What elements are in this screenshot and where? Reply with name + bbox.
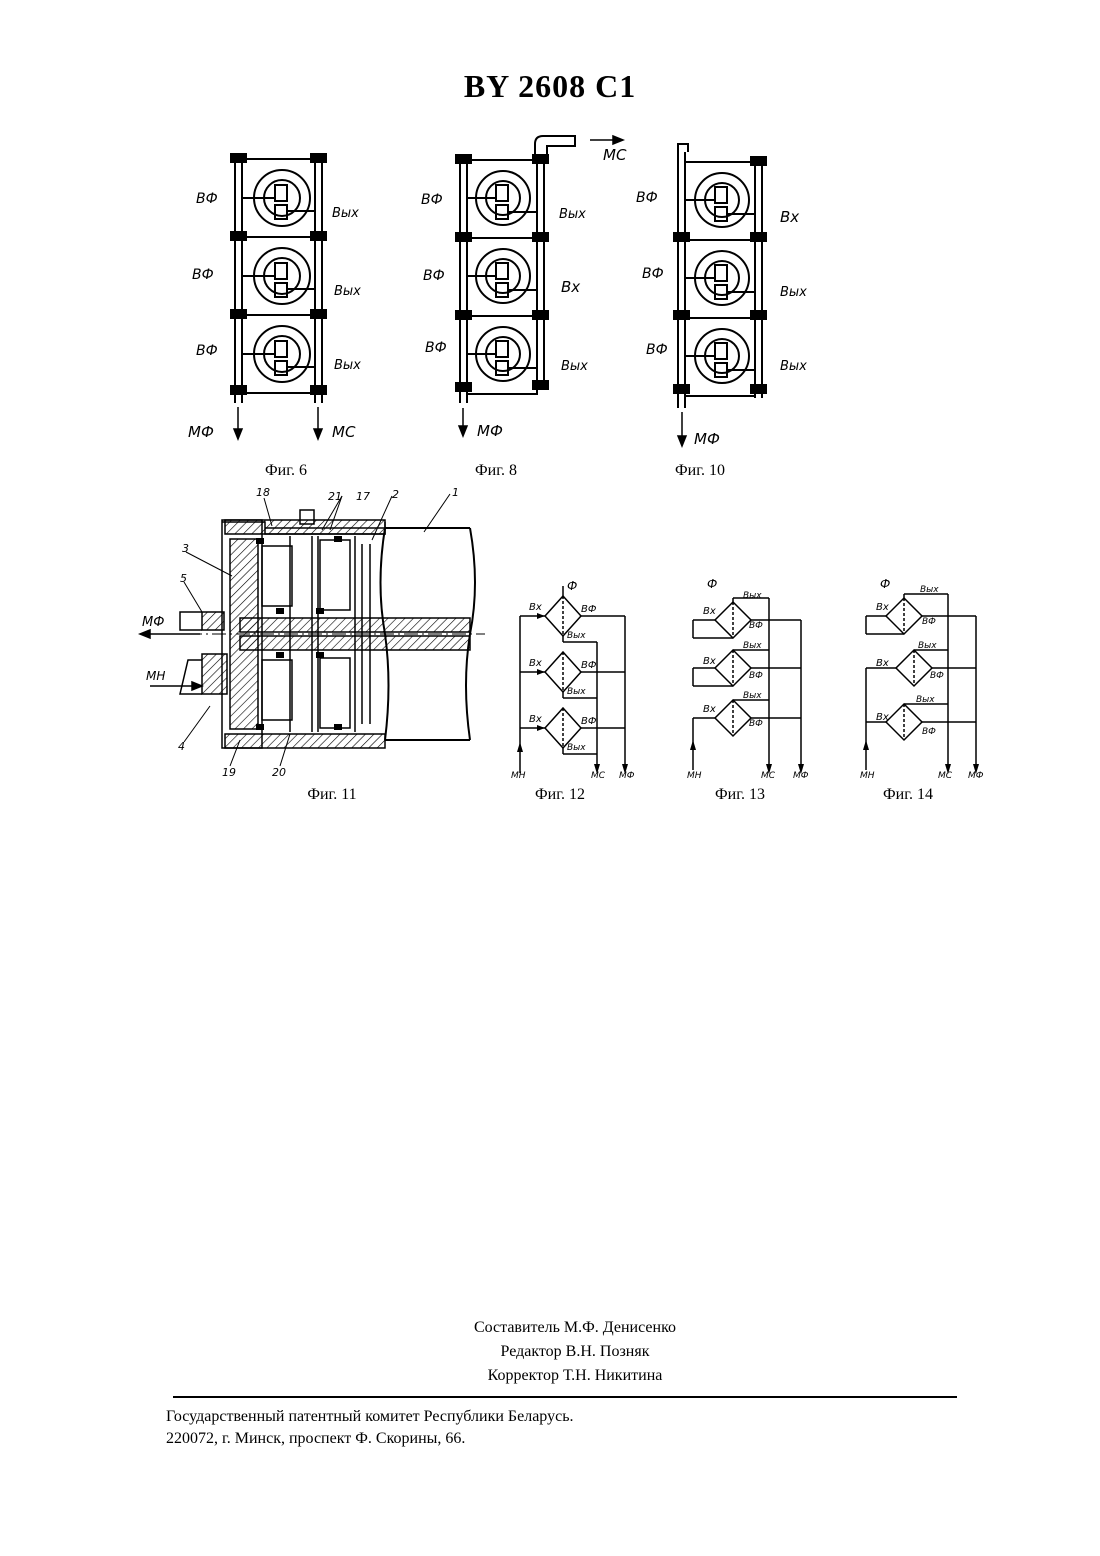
fig12-label-in-3: Вх — [529, 714, 542, 725]
footer-organization: Государственный патентный комитет Респуб… — [166, 1406, 574, 1428]
fig11-label-mn: МН — [146, 669, 165, 683]
figure-8-drawing: МС ВФ ВФ ВФ Вых Вх Вых МФ — [415, 130, 645, 450]
fig6-label-out-1: Вых — [332, 206, 359, 221]
fig13-label-out-3: Вых — [743, 691, 762, 701]
fig13-label-f: Ф — [707, 577, 717, 591]
fig14-label-out-3: Вых — [916, 695, 935, 705]
fig14-label-vf-2: ВФ — [930, 671, 944, 681]
figure-14-caption: Фиг. 14 — [848, 786, 968, 804]
fig13-label-mf: МФ — [793, 771, 809, 781]
fig14-label-out-2: Вых — [918, 641, 937, 651]
fig10-label-out-3: Вых — [780, 359, 807, 374]
fig14-label-in-1: Вх — [876, 602, 889, 613]
page-title: BY 2608 C1 — [0, 68, 1100, 105]
fig11-label-21: 21 — [328, 490, 342, 503]
fig13-label-vf-2: ВФ — [749, 671, 763, 681]
fig12-label-mf: МФ — [619, 771, 635, 781]
fig10-label-out-2: Вых — [780, 285, 807, 300]
fig12-label-vf-1: ВФ — [581, 604, 597, 615]
fig13-label-vf-1: ВФ — [749, 621, 763, 631]
fig13-label-in-1: Вх — [703, 606, 716, 617]
fig6-label-vf-2: ВФ — [192, 267, 214, 283]
fig12-label-in-2: Вх — [529, 658, 542, 669]
fig14-label-vf-1: ВФ — [922, 617, 936, 627]
fig10-label-vf-1: ВФ — [636, 190, 658, 206]
fig12-label-mn: МН — [511, 771, 526, 781]
fig8-label-vf-2: ВФ — [423, 268, 445, 284]
credits-editor: Редактор В.Н. Позняк — [380, 1340, 770, 1364]
fig12-label-vf-3: ВФ — [581, 716, 597, 727]
fig12-label-out-3: Вых — [567, 743, 586, 753]
fig11-label-mf: МФ — [142, 615, 164, 630]
fig11-label-18: 18 — [256, 486, 270, 499]
fig13-label-vf-3: ВФ — [749, 719, 763, 729]
fig14-label-ms: МС — [938, 771, 953, 781]
fig11-label-17: 17 — [356, 490, 370, 503]
fig12-label-ms: МС — [591, 771, 606, 781]
figure-6-drawing: ВФ ВФ ВФ Вых Вых Вых МФ МС — [180, 145, 380, 450]
fig12-label-out-1: Вых — [567, 631, 586, 641]
fig14-label-mf: МФ — [968, 771, 984, 781]
fig11-label-20: 20 — [272, 766, 286, 779]
fig13-label-in-3: Вх — [703, 704, 716, 715]
figure-6-caption: Фиг. 6 — [226, 462, 346, 480]
fig10-label-in-1: Вх — [780, 208, 799, 226]
fig8-label-mf: МФ — [477, 422, 503, 440]
footer-address: 220072, г. Минск, проспект Ф. Скорины, 6… — [166, 1428, 574, 1450]
fig13-label-out-1: Вых — [743, 591, 762, 601]
fig11-label-1: 1 — [452, 486, 459, 499]
fig8-label-out-1: Вых — [559, 207, 586, 222]
fig11-label-3: 3 — [182, 542, 189, 555]
fig13-label-ms: МС — [761, 771, 776, 781]
fig14-label-mn: МН — [860, 771, 875, 781]
fig8-label-in-2: Вх — [561, 278, 580, 296]
fig13-label-mn: МН — [687, 771, 702, 781]
credits-compiler: Составитель М.Ф. Денисенко — [380, 1316, 770, 1340]
fig13-label-out-2: Вых — [743, 641, 762, 651]
fig12-label-out-2: Вых — [567, 687, 586, 697]
fig12-label-in-1: Вх — [529, 602, 542, 613]
fig8-label-vf-1: ВФ — [421, 192, 443, 208]
fig11-label-5: 5 — [180, 572, 187, 585]
figure-12-drawing: Ф Вх Вх Вх ВФ ВФ ВФ Вых Вых Вых МН МС МФ — [505, 578, 645, 783]
fig11-label-2: 2 — [392, 488, 399, 501]
fig12-label-vf-2: ВФ — [581, 660, 597, 671]
figure-10-caption: Фиг. 10 — [640, 462, 760, 480]
fig10-label-vf-2: ВФ — [642, 266, 664, 282]
fig14-label-in-3: Вх — [876, 712, 889, 723]
fig10-label-mf: МФ — [694, 430, 720, 448]
fig8-label-out-3: Вых — [561, 359, 588, 374]
fig6-label-vf-1: ВФ — [196, 191, 218, 207]
fig8-label-ms: МС — [603, 146, 627, 164]
footer-block: Государственный патентный комитет Респуб… — [166, 1406, 574, 1450]
fig6-label-ms: МС — [332, 423, 356, 441]
fig12-label-f: Ф — [567, 579, 577, 593]
fig6-label-out-3: Вых — [334, 358, 361, 373]
fig6-label-out-2: Вых — [334, 284, 361, 299]
fig14-label-in-2: Вх — [876, 658, 889, 669]
fig6-label-mf: МФ — [188, 423, 214, 441]
figure-13-caption: Фиг. 13 — [680, 786, 800, 804]
credits-block: Составитель М.Ф. Денисенко Редактор В.Н.… — [380, 1316, 770, 1388]
figure-12-caption: Фиг. 12 — [500, 786, 620, 804]
fig14-label-f: Ф — [880, 577, 890, 591]
figure-10-drawing: ВФ ВФ ВФ Вх Вых Вых МФ — [630, 140, 840, 455]
fig10-label-vf-3: ВФ — [646, 342, 668, 358]
figure-8-caption: Фиг. 8 — [436, 462, 556, 480]
fig11-label-19: 19 — [222, 766, 236, 779]
figure-14-drawing: Ф Вх Вх Вх Вых Вых Вых ВФ ВФ ВФ МН МС МФ — [858, 578, 998, 783]
fig14-label-out-1: Вых — [920, 585, 939, 595]
figure-11-drawing: МФ МН 18 21 17 2 1 3 5 4 19 20 — [140, 484, 500, 784]
fig11-label-4: 4 — [178, 740, 185, 753]
figure-11-caption: Фиг. 11 — [272, 786, 392, 804]
figure-13-drawing: Ф Вх Вх Вх Вых Вых Вых ВФ ВФ ВФ МН МС МФ — [685, 578, 825, 783]
footer-divider — [173, 1396, 957, 1398]
credits-corrector: Корректор Т.Н. Никитина — [380, 1364, 770, 1388]
fig14-label-vf-3: ВФ — [922, 727, 936, 737]
fig6-label-vf-3: ВФ — [196, 343, 218, 359]
fig8-label-vf-3: ВФ — [425, 340, 447, 356]
fig13-label-in-2: Вх — [703, 656, 716, 667]
